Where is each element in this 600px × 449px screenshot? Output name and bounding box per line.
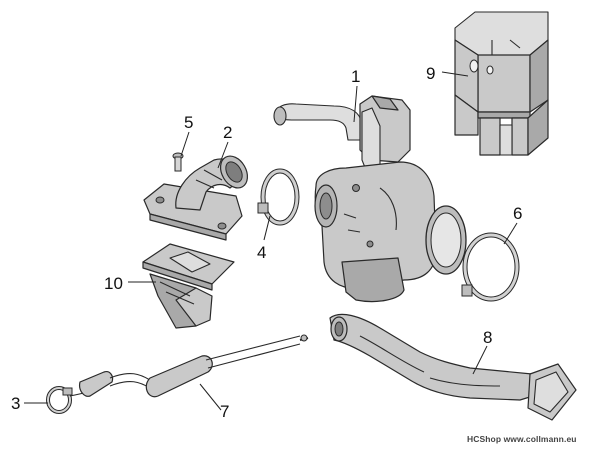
leader-line-4 bbox=[263, 215, 271, 241]
part-screw bbox=[172, 152, 184, 172]
leader-line-5 bbox=[180, 131, 190, 157]
callout-1: 1 bbox=[351, 67, 360, 86]
shop-credit: HCShop www.collmann.eu bbox=[467, 434, 577, 444]
callout-9: 9 bbox=[426, 64, 435, 83]
callout-8: 8 bbox=[483, 328, 492, 347]
leader-line-2 bbox=[217, 141, 229, 169]
part-hose-clamp-left bbox=[257, 168, 300, 226]
callout-2: 2 bbox=[223, 123, 232, 142]
part-fuel-hose-assembly bbox=[69, 334, 309, 398]
leader-line-6 bbox=[503, 222, 518, 245]
part-carburetor bbox=[273, 95, 467, 303]
part-carburetor-cover-block bbox=[454, 11, 549, 156]
part-hose-clamp-right bbox=[461, 232, 520, 302]
callout-4: 4 bbox=[257, 243, 266, 262]
part-air-intake-duct bbox=[329, 313, 577, 421]
leader-line-7 bbox=[199, 383, 222, 411]
leader-line-1 bbox=[353, 85, 358, 123]
callout-7: 7 bbox=[220, 402, 229, 421]
leader-lines bbox=[24, 71, 518, 411]
callouts: 1 2 3 4 5 6 7 8 9 10 bbox=[11, 64, 522, 421]
callout-5: 5 bbox=[184, 113, 193, 132]
part-intake-manifold bbox=[143, 155, 249, 241]
part-hose-clamp-small bbox=[46, 386, 73, 414]
part-reed-valve bbox=[142, 243, 235, 329]
callout-6: 6 bbox=[513, 204, 522, 223]
callout-3: 3 bbox=[11, 394, 20, 413]
leader-line-9 bbox=[441, 71, 469, 77]
callout-10: 10 bbox=[104, 274, 123, 293]
leader-line-8 bbox=[472, 345, 488, 375]
